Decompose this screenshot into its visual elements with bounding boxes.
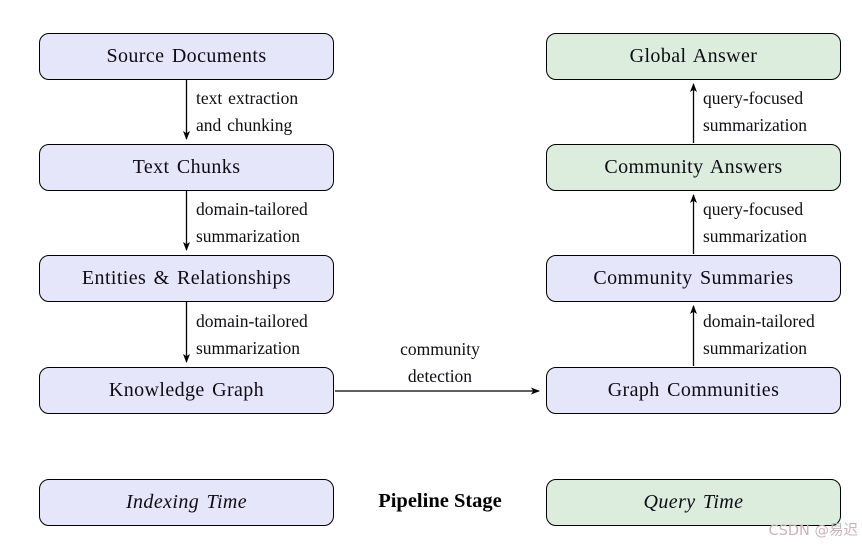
edge-label-community-detection: community detection (360, 336, 520, 389)
edge-label-line: summarization (703, 337, 808, 358)
node-community-answers: Community Answers (546, 144, 841, 191)
edge-label-line: domain-tailored (196, 311, 308, 331)
node-entities-relationships: Entities & Relationships (39, 255, 334, 302)
edge-label-line: community (400, 339, 480, 359)
edge-label-text-extraction: text extraction and chunking (196, 85, 298, 138)
edge-label-domain-tailored-2: domain-tailored summarization (196, 308, 308, 361)
edge-label-line: summarization (196, 337, 301, 358)
edge-label-query-focused-1: query-focused summarization (703, 196, 807, 249)
edge-label-line: query-focused (703, 88, 804, 108)
edge-label-line: and chunking (196, 114, 293, 135)
node-graph-communities: Graph Communities (546, 367, 841, 414)
node-text-chunks: Text Chunks (39, 144, 334, 191)
node-knowledge-graph: Knowledge Graph (39, 367, 334, 414)
legend-indexing-time: Indexing Time (39, 479, 334, 526)
csdn-watermark: CSDN @易迟 (768, 523, 858, 539)
edge-label-domain-tailored-1: domain-tailored summarization (196, 196, 308, 249)
legend-query-time: Query Time (546, 479, 841, 526)
edge-label-line: summarization (703, 114, 808, 135)
node-global-answer: Global Answer (546, 33, 841, 80)
node-source-documents: Source Documents (39, 33, 334, 80)
edge-label-line: query-focused (703, 199, 804, 219)
node-community-summaries: Community Summaries (546, 255, 841, 302)
edge-label-line: domain-tailored (703, 311, 815, 331)
edge-label-query-focused-2: query-focused summarization (703, 85, 807, 138)
edge-label-line: summarization (703, 225, 808, 246)
edge-label-line: domain-tailored (196, 199, 308, 219)
legend-pipeline-stage: Pipeline Stage (378, 490, 502, 512)
edge-label-line: summarization (196, 225, 301, 246)
edge-label-line: text extraction (196, 88, 299, 108)
edge-label-domain-tailored-3: domain-tailored summarization (703, 308, 815, 361)
edge-label-line: detection (407, 365, 473, 386)
